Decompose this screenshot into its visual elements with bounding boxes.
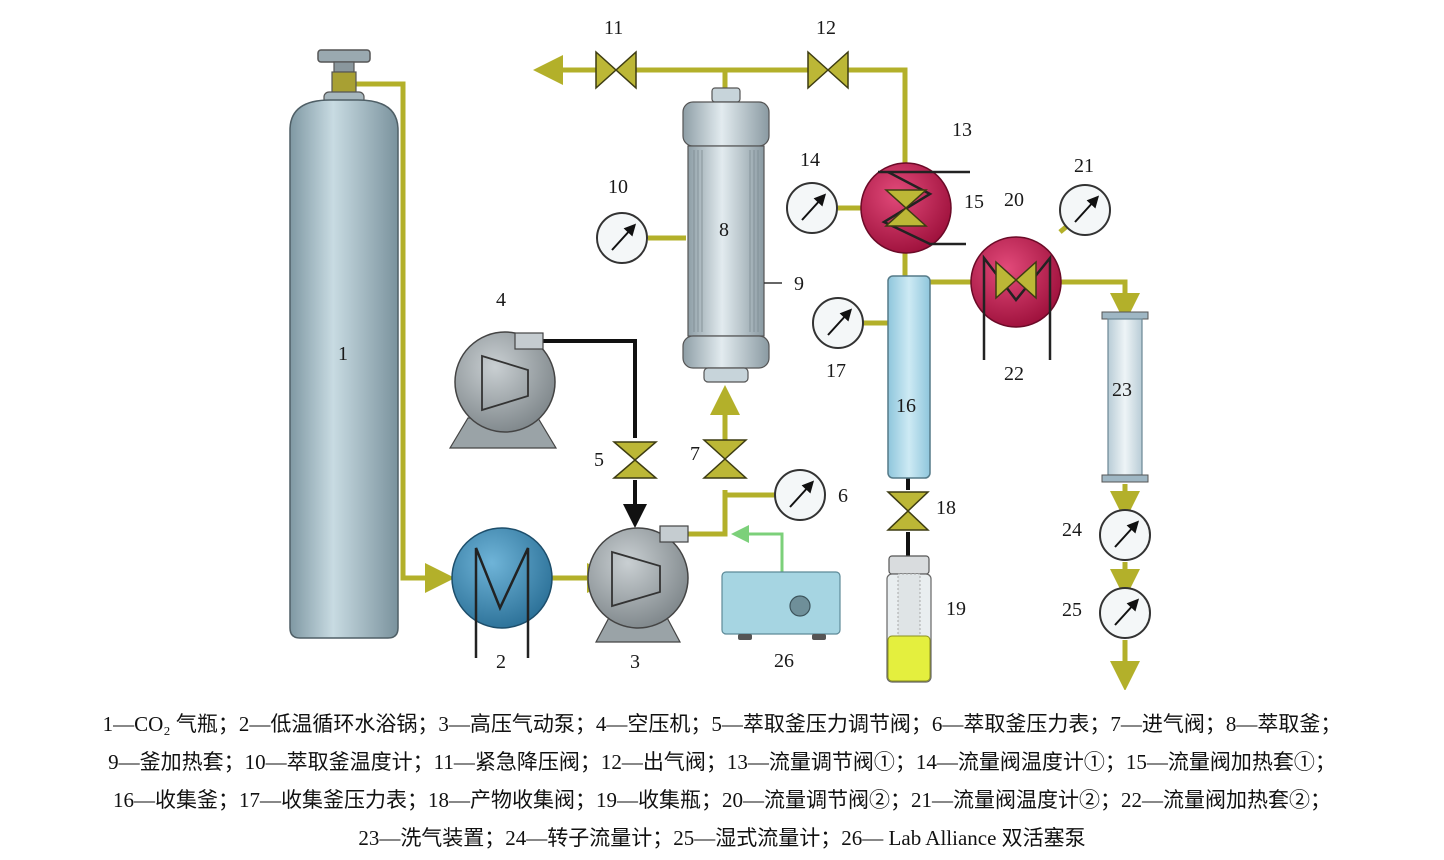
valve-11[interactable] — [595, 50, 637, 90]
label-9: 9 — [794, 273, 804, 295]
label-13: 13 — [952, 119, 972, 141]
label-22: 22 — [1004, 363, 1024, 385]
legend-caption: 1—CO₂ 气瓶；2—低温循环水浴锅；3—高压气动泵；4—空压机；5—萃取釜压力… — [0, 705, 1444, 857]
collection-bottle — [886, 555, 932, 683]
label-2: 2 — [496, 651, 506, 673]
rotameter-24 — [1099, 509, 1151, 561]
label-20: 20 — [1004, 189, 1024, 211]
label-23: 23 — [1112, 379, 1132, 401]
valve-18[interactable] — [886, 491, 930, 531]
thermometer-21 — [1059, 184, 1111, 236]
label-17: 17 — [826, 360, 846, 382]
air-compressor — [448, 331, 558, 449]
label-11: 11 — [604, 17, 623, 39]
label-12: 12 — [816, 17, 836, 39]
label-1: 1 — [338, 343, 348, 365]
label-24: 24 — [1062, 519, 1082, 541]
component-labels: 1 2 3 4 5 6 7 8 9 10 11 12 13 14 15 16 1… — [338, 17, 1132, 673]
label-25: 25 — [1062, 599, 1082, 621]
high-pressure-pump — [587, 525, 689, 643]
thermometer-10 — [596, 212, 648, 264]
label-15: 15 — [964, 191, 984, 213]
label-26: 26 — [774, 650, 794, 672]
legend-line-4: 23—洗气装置；24—转子流量计；25—湿式流量计；26— Lab Allian… — [358, 826, 1086, 850]
valve-5[interactable] — [611, 441, 659, 479]
flow-control-valve-2[interactable] — [970, 236, 1062, 360]
gas-scrubber — [1101, 311, 1149, 483]
valve-12[interactable] — [807, 50, 849, 90]
label-19: 19 — [946, 598, 966, 620]
label-14: 14 — [800, 149, 820, 171]
heating-jacket — [693, 150, 759, 332]
label-5: 5 — [594, 449, 604, 471]
extraction-apparatus-diagram: 1 2 3 4 5 6 7 8 9 10 11 12 13 14 15 16 1… — [289, 17, 1151, 690]
label-10: 10 — [608, 176, 628, 198]
thermometer-14 — [786, 182, 838, 234]
legend-line-3: 16—收集釜；17—收集釜压力表；18—产物收集阀；19—收集瓶；20—流量调节… — [113, 788, 1331, 812]
pressure-gauge-17 — [812, 297, 864, 349]
collection-vessel — [887, 275, 931, 479]
flow-control-valve-1[interactable] — [860, 162, 970, 254]
valve-7[interactable] — [702, 439, 748, 479]
label-18: 18 — [936, 497, 956, 519]
pressure-gauge-6 — [774, 469, 826, 521]
legend-line-1: 1—CO₂ 气瓶；2—低温循环水浴锅；3—高压气动泵；4—空压机；5—萃取釜压力… — [102, 712, 1342, 736]
extraction-vessel — [682, 87, 782, 383]
legend-line-2: 9—釜加热套；10—萃取釜温度计；11—紧急降压阀；12—出气阀；13—流量调节… — [108, 750, 1336, 774]
label-6: 6 — [838, 485, 848, 507]
label-7: 7 — [690, 443, 700, 465]
label-21: 21 — [1074, 155, 1094, 177]
wet-flowmeter-25 — [1099, 587, 1151, 639]
co2-cylinder — [289, 49, 399, 639]
label-16: 16 — [896, 395, 916, 417]
label-4: 4 — [496, 289, 506, 311]
label-3: 3 — [630, 651, 640, 673]
dual-piston-pump — [721, 571, 841, 640]
label-8: 8 — [719, 219, 729, 241]
chiller-bath — [451, 527, 553, 658]
